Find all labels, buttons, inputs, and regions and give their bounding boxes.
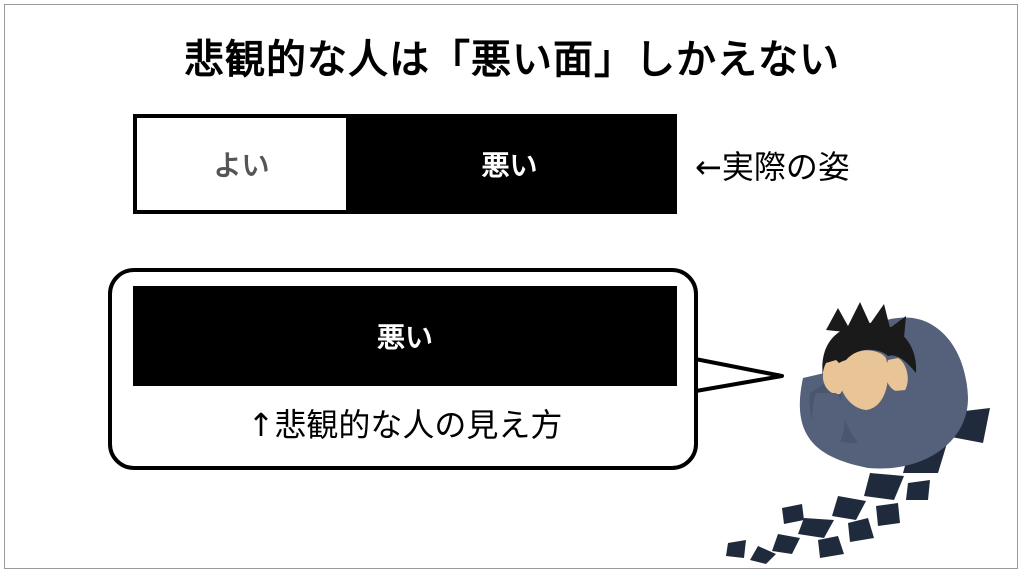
- actual-proportion-bar: よい 悪い: [133, 114, 677, 214]
- bad-segment-label: 悪い: [481, 149, 538, 182]
- pessimist-view-bar: 悪い: [133, 286, 677, 386]
- slide-title: 悲観的な人は「悪い面」しかえない: [184, 37, 840, 83]
- actual-caption: ←実際の姿: [695, 148, 850, 186]
- hunched-person: [799, 302, 968, 469]
- good-segment-label: よい: [213, 149, 270, 182]
- pessimist-caption: ↑悲観的な人の見え方: [247, 406, 563, 444]
- bad-segment: 悪い: [346, 118, 673, 210]
- good-segment: よい: [137, 118, 346, 210]
- despairing-person-illustration: [726, 302, 990, 564]
- pessimist-bad-label: 悪い: [376, 321, 433, 354]
- shattered-shadow: [726, 408, 990, 564]
